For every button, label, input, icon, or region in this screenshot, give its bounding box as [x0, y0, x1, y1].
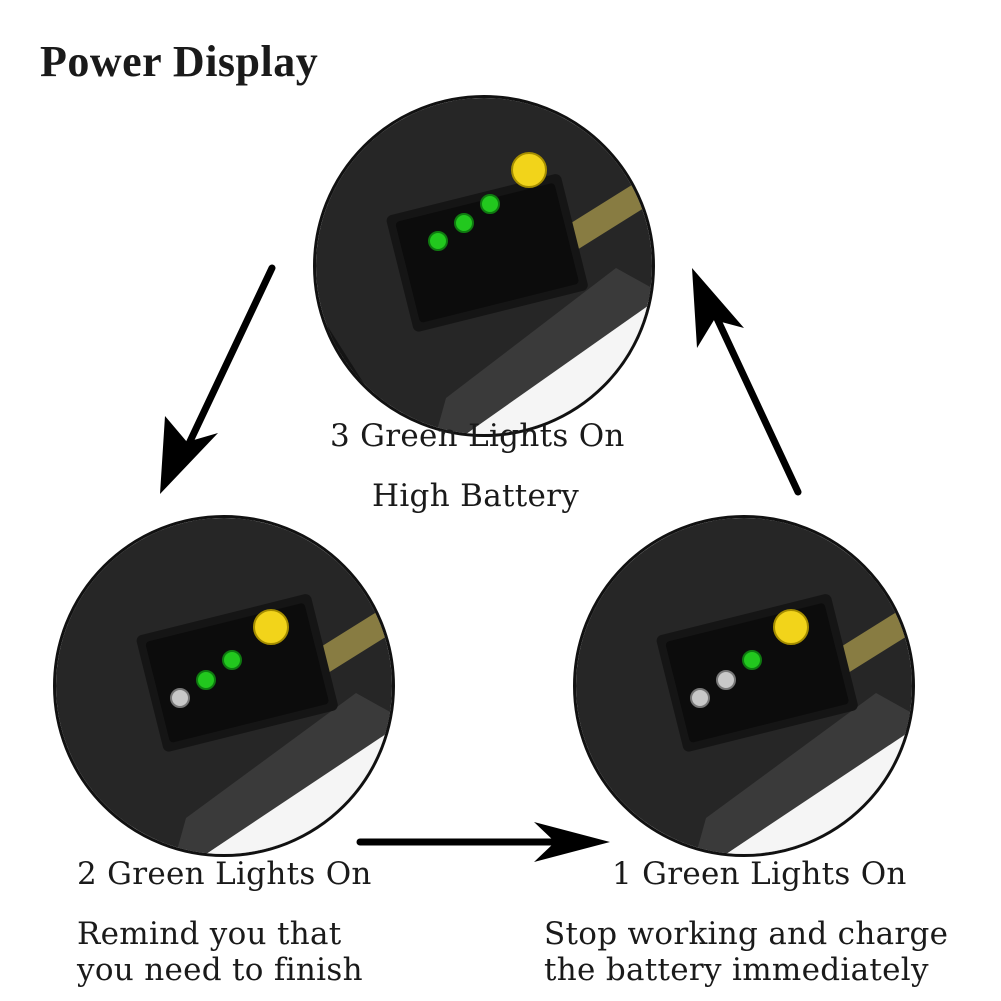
state-heading-high: 3 Green Lights On	[330, 418, 625, 454]
led-3	[480, 194, 500, 214]
check-button	[511, 152, 547, 188]
led-3	[222, 650, 242, 670]
led-2	[716, 670, 736, 690]
state-description-medium-line1: Remind you that	[77, 916, 342, 952]
battery-closeup-low	[576, 518, 912, 854]
state-description-low-line1: Stop working and charge	[544, 916, 949, 952]
check-button	[253, 609, 289, 645]
led-3	[742, 650, 762, 670]
arrow-low-to-high	[692, 268, 802, 496]
battery-indicator-low	[573, 515, 915, 857]
state-description-low-line2: the battery immediately	[544, 952, 929, 988]
arrow-high-to-medium	[160, 264, 276, 494]
state-description-medium-line2: you need to finish	[77, 952, 363, 988]
state-description-high: High Battery	[372, 478, 580, 514]
arrow-medium-to-low	[356, 822, 610, 862]
state-heading-low: 1 Green Lights On	[612, 856, 907, 892]
check-button	[773, 609, 809, 645]
led-1	[690, 688, 710, 708]
led-1	[428, 231, 448, 251]
page-title: Power Display	[40, 37, 319, 86]
led-1	[170, 688, 190, 708]
led-2	[454, 213, 474, 233]
state-heading-medium: 2 Green Lights On	[77, 856, 372, 892]
led-2	[196, 670, 216, 690]
